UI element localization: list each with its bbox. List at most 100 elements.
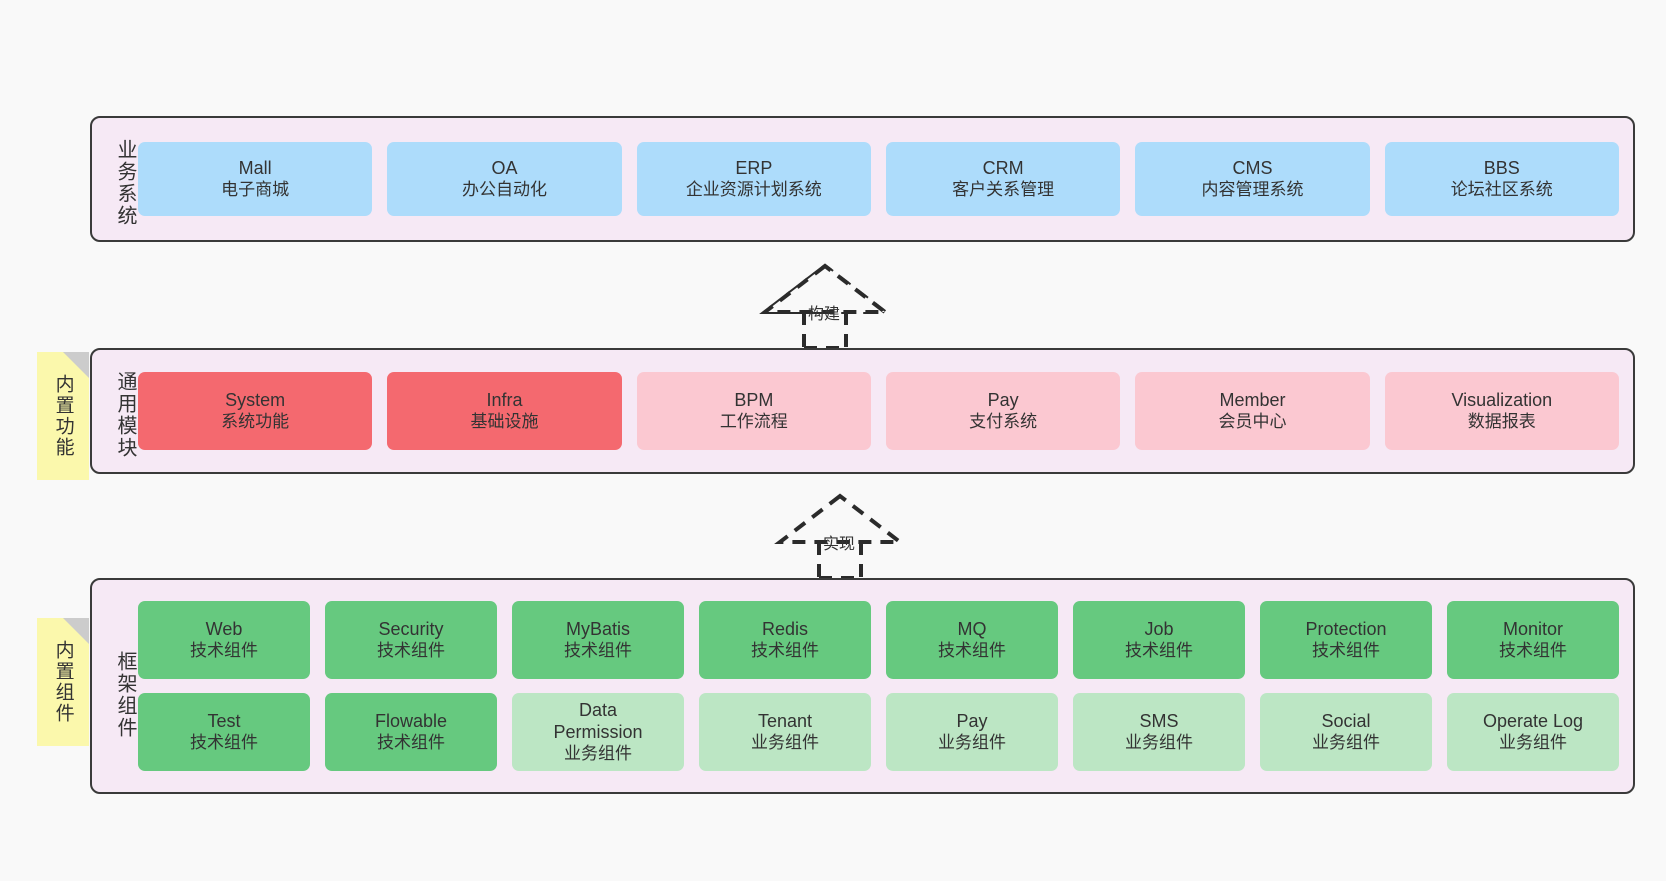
- card-infra[interactable]: Infra 基础设施: [387, 372, 622, 450]
- sticky-note-builtin-component-text: 内置组件: [52, 640, 74, 724]
- card-social-subtitle: 业务组件: [1312, 732, 1380, 752]
- card-pay-component[interactable]: Pay 业务组件: [886, 693, 1058, 771]
- card-pay-component-title: Pay: [956, 710, 988, 731]
- card-operate-log-subtitle: 业务组件: [1499, 732, 1567, 752]
- sticky-note-builtin-function-text: 内置功能: [52, 374, 74, 458]
- framework-business-row: Test 技术组件 Flowable 技术组件 Data Permission …: [138, 693, 1619, 771]
- layer-business-system: 业务系统 Mall 电子商城 OA 办公自动化 ERP 企业资源计划系统 CRM: [90, 116, 1635, 242]
- card-redis[interactable]: Redis 技术组件: [699, 601, 871, 679]
- card-erp-title: ERP: [735, 157, 773, 178]
- card-sms-title: SMS: [1139, 710, 1179, 731]
- card-bbs-subtitle: 论坛社区系统: [1450, 179, 1553, 199]
- card-operate-log[interactable]: Operate Log 业务组件: [1447, 693, 1619, 771]
- module-card-row: System 系统功能 Infra 基础设施 BPM 工作流程 Pay 支付系统…: [138, 372, 1619, 450]
- card-bbs[interactable]: BBS 论坛社区系统: [1384, 142, 1619, 216]
- card-redis-title: Redis: [761, 618, 809, 639]
- card-mall-title: Mall: [238, 157, 272, 178]
- layer-framework-component: 框架组件 Web 技术组件 Security 技术组件 MyBatis 技术组件…: [90, 578, 1635, 794]
- card-bpm[interactable]: BPM 工作流程: [636, 372, 871, 450]
- card-system-title: System: [225, 389, 286, 410]
- card-web[interactable]: Web 技术组件: [138, 601, 310, 679]
- card-mall-subtitle: 电子商城: [221, 179, 290, 199]
- card-member-subtitle: 会员中心: [1218, 411, 1287, 431]
- card-visualization[interactable]: Visualization 数据报表: [1384, 372, 1619, 450]
- connector-build-label: 构建: [808, 306, 841, 323]
- layer-business-system-caption: 业务系统: [114, 139, 136, 227]
- sticky-note-fold-icon: [63, 352, 89, 378]
- card-cms[interactable]: CMS 内容管理系统: [1135, 142, 1370, 216]
- card-security-title: Security: [378, 618, 444, 639]
- sticky-note-builtin-function: 内置功能: [37, 352, 89, 480]
- card-infra-title: Infra: [486, 389, 523, 410]
- card-tenant-subtitle: 业务组件: [751, 732, 819, 752]
- business-card-row: Mall 电子商城 OA 办公自动化 ERP 企业资源计划系统 CRM 客户关系…: [138, 142, 1619, 216]
- card-cms-title: CMS: [1232, 157, 1273, 178]
- card-system-subtitle: 系统功能: [221, 411, 290, 431]
- connector-build: 构建: [759, 262, 950, 350]
- card-pay-module[interactable]: Pay 支付系统: [885, 372, 1121, 450]
- layer-business-system-body: Mall 电子商城 OA 办公自动化 ERP 企业资源计划系统 CRM 客户关系…: [136, 118, 1633, 240]
- card-member-title: Member: [1219, 389, 1286, 410]
- card-social-title: Social: [1321, 710, 1371, 731]
- card-redis-subtitle: 技术组件: [751, 640, 819, 660]
- card-data-permission-title: Data Permission: [553, 699, 643, 742]
- card-monitor-title: Monitor: [1502, 618, 1564, 639]
- card-mq[interactable]: MQ 技术组件: [886, 601, 1058, 679]
- card-erp-subtitle: 企业资源计划系统: [685, 179, 822, 199]
- card-pay-module-subtitle: 支付系统: [969, 411, 1038, 431]
- sticky-note-builtin-component: 内置组件: [37, 618, 89, 746]
- sticky-note-fold-icon-2: [63, 618, 89, 644]
- card-pay-component-subtitle: 业务组件: [938, 732, 1006, 752]
- card-oa-title: OA: [491, 157, 518, 178]
- card-erp[interactable]: ERP 企业资源计划系统: [636, 142, 871, 216]
- card-crm[interactable]: CRM 客户关系管理: [885, 142, 1121, 216]
- card-security[interactable]: Security 技术组件: [325, 601, 497, 679]
- card-flowable-title: Flowable: [374, 710, 448, 731]
- layer-framework-component-body: Web 技术组件 Security 技术组件 MyBatis 技术组件 Redi…: [136, 580, 1633, 792]
- card-system[interactable]: System 系统功能: [138, 372, 373, 450]
- connector-realize-label: 实现: [823, 536, 856, 553]
- layer-common-module-caption: 通用模块: [114, 371, 136, 459]
- card-sms[interactable]: SMS 业务组件: [1073, 693, 1245, 771]
- card-job-subtitle: 技术组件: [1125, 640, 1193, 660]
- layer-common-module: 通用模块 System 系统功能 Infra 基础设施 BPM 工作流程 Pay: [90, 348, 1635, 474]
- card-operate-log-title: Operate Log: [1482, 710, 1584, 731]
- layer-common-module-body: System 系统功能 Infra 基础设施 BPM 工作流程 Pay 支付系统…: [136, 350, 1633, 472]
- card-infra-subtitle: 基础设施: [470, 411, 539, 431]
- card-visualization-title: Visualization: [1451, 389, 1553, 410]
- card-tenant[interactable]: Tenant 业务组件: [699, 693, 871, 771]
- card-sms-subtitle: 业务组件: [1125, 732, 1193, 752]
- card-mall[interactable]: Mall 电子商城: [138, 142, 373, 216]
- card-oa[interactable]: OA 办公自动化: [387, 142, 622, 216]
- card-mybatis-title: MyBatis: [565, 618, 630, 639]
- card-crm-subtitle: 客户关系管理: [952, 179, 1055, 199]
- framework-tech-row: Web 技术组件 Security 技术组件 MyBatis 技术组件 Redi…: [138, 601, 1619, 679]
- card-member[interactable]: Member 会员中心: [1135, 372, 1370, 450]
- card-web-title: Web: [205, 618, 243, 639]
- card-crm-title: CRM: [982, 157, 1024, 178]
- card-pay-module-title: Pay: [987, 389, 1019, 410]
- card-mybatis-subtitle: 技术组件: [564, 640, 632, 660]
- card-web-subtitle: 技术组件: [190, 640, 258, 660]
- card-job-title: Job: [1144, 618, 1174, 639]
- card-data-permission-subtitle: 业务组件: [564, 743, 632, 763]
- card-flowable[interactable]: Flowable 技术组件: [325, 693, 497, 771]
- card-job[interactable]: Job 技术组件: [1073, 601, 1245, 679]
- card-tenant-title: Tenant: [757, 710, 813, 731]
- card-protection-subtitle: 技术组件: [1312, 640, 1380, 660]
- card-mq-subtitle: 技术组件: [938, 640, 1006, 660]
- card-social[interactable]: Social 业务组件: [1260, 693, 1432, 771]
- card-bbs-title: BBS: [1483, 157, 1520, 178]
- card-protection[interactable]: Protection 技术组件: [1260, 601, 1432, 679]
- card-mq-title: MQ: [957, 618, 987, 639]
- card-data-permission[interactable]: Data Permission 业务组件: [512, 693, 684, 771]
- card-monitor-subtitle: 技术组件: [1499, 640, 1567, 660]
- card-test[interactable]: Test 技术组件: [138, 693, 310, 771]
- card-protection-title: Protection: [1305, 618, 1387, 639]
- card-mybatis[interactable]: MyBatis 技术组件: [512, 601, 684, 679]
- connector-build-arrow: [759, 263, 891, 350]
- card-monitor[interactable]: Monitor 技术组件: [1447, 601, 1619, 679]
- card-test-subtitle: 技术组件: [190, 732, 258, 752]
- card-visualization-subtitle: 数据报表: [1467, 411, 1536, 431]
- card-bpm-subtitle: 工作流程: [719, 411, 788, 431]
